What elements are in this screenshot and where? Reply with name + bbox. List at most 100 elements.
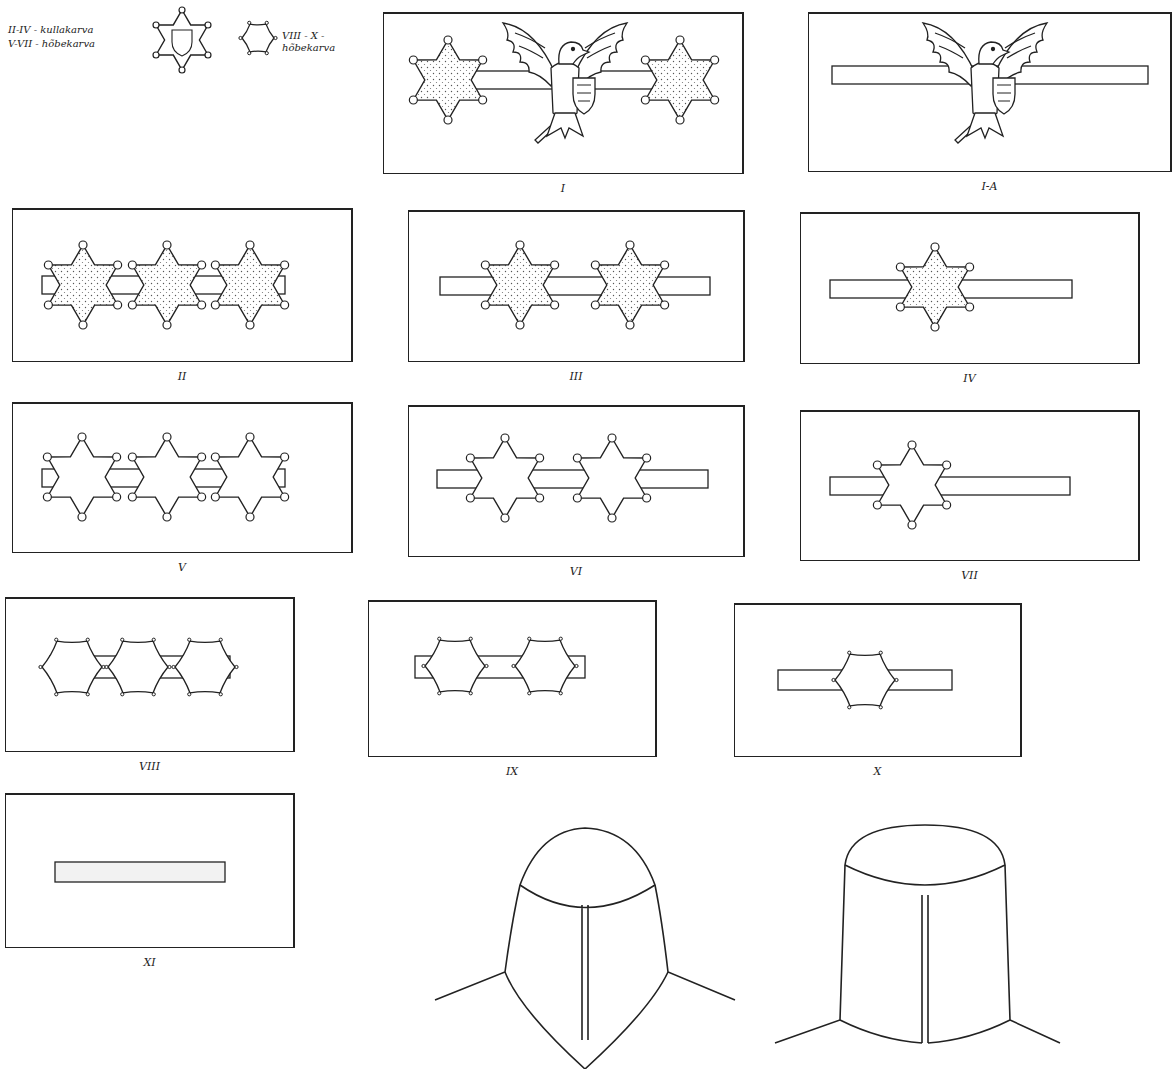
rank-numeral-text: III (567, 370, 584, 383)
star-knob (409, 56, 417, 64)
collar-tab: VIII (5, 597, 295, 752)
star-knob (536, 454, 544, 462)
star-insignia (413, 40, 482, 120)
rosette-knob (219, 638, 222, 641)
legend-samples (153, 7, 277, 73)
star-knob (676, 36, 684, 44)
collar-pointed (520, 885, 655, 1040)
star-knob (551, 301, 559, 309)
collar-tab: V (12, 402, 353, 553)
star-knob (79, 241, 87, 249)
rosette-knob (55, 693, 58, 696)
rosette-insignia (515, 640, 575, 692)
rank-numeral-text: II (176, 370, 189, 383)
rosette-knob (559, 692, 562, 695)
rosette-knob (485, 664, 488, 667)
star-knob (211, 453, 219, 461)
rosette-knob (248, 52, 251, 55)
star-knob (711, 56, 719, 64)
star-knob (444, 116, 452, 124)
star-insignia (900, 247, 969, 327)
rosette-knob (219, 693, 222, 696)
rosette-knob (512, 664, 515, 667)
star-knob (896, 263, 904, 271)
star-knob (536, 494, 544, 502)
star-insignia (470, 438, 539, 518)
collar-tab: IV (800, 212, 1140, 364)
star-knob (676, 116, 684, 124)
rank-numeral: VI (409, 565, 743, 578)
rank-numeral: X (735, 765, 1020, 778)
star-knob (873, 461, 881, 469)
star-insignia (215, 245, 284, 325)
star-insignia (132, 437, 201, 517)
star-insignia (645, 40, 714, 120)
collar-tab: XI (5, 793, 295, 948)
star-knob (128, 301, 136, 309)
star-knob (626, 321, 634, 329)
collar-insignia (440, 241, 710, 329)
collar-tab: X (734, 603, 1022, 757)
star-knob (198, 453, 206, 461)
eagle-emblem (503, 23, 627, 143)
star-knob (608, 514, 616, 522)
collar-tab: IX (368, 600, 657, 757)
star-knob (643, 454, 651, 462)
eagle-emblem (923, 23, 1047, 143)
collar-insignia (830, 441, 1070, 529)
star-insignia (877, 445, 946, 525)
bar-insignia (440, 277, 710, 295)
collar-insignia (437, 434, 708, 522)
rank-numeral-text: VI (568, 565, 584, 578)
star-knob (79, 321, 87, 329)
star-knob (163, 433, 171, 441)
star-knob (128, 493, 136, 501)
star-knob (591, 301, 599, 309)
collar-insignia (39, 638, 238, 696)
star-knob (641, 56, 649, 64)
star-knob (641, 96, 649, 104)
star-knob (281, 493, 289, 501)
star-knob (211, 301, 219, 309)
rosette-knob (274, 36, 277, 39)
star-knob (943, 501, 951, 509)
star-knob (966, 303, 974, 311)
star-knob (153, 22, 159, 28)
star-knob (43, 453, 51, 461)
star-knob (179, 7, 185, 13)
star-knob (626, 241, 634, 249)
rosette-knob (152, 638, 155, 641)
star-knob (466, 494, 474, 502)
rosette-insignia (242, 24, 274, 52)
star-knob (113, 453, 121, 461)
collar-pointed (435, 828, 735, 1000)
star-knob (44, 261, 52, 269)
star-knob (163, 241, 171, 249)
rosette-knob (559, 637, 562, 640)
star-knob (444, 36, 452, 44)
star-knob (128, 261, 136, 269)
rosette-knob (168, 665, 171, 668)
star-knob (114, 301, 122, 309)
rosette-insignia (175, 641, 235, 693)
rosette-knob (879, 651, 882, 654)
rank-numeral-text: XI (141, 956, 157, 969)
collar-tab: VII (800, 410, 1140, 561)
collar-insignia (42, 241, 289, 329)
star-knob (409, 96, 417, 104)
rosette-knob (188, 638, 191, 641)
rosette-knob (528, 692, 531, 695)
rosette-knob (438, 692, 441, 695)
rosette-knob (848, 651, 851, 654)
legend-text: V-VII - hõbekarva (8, 38, 148, 50)
star-knob (78, 433, 86, 441)
collar-insignia (409, 23, 718, 143)
rosette-knob (55, 638, 58, 641)
star-knob (281, 301, 289, 309)
star-knob (711, 96, 719, 104)
star-knob (479, 96, 487, 104)
star-knob (246, 433, 254, 441)
rosette-knob (121, 693, 124, 696)
collar-insignia (55, 862, 225, 882)
star-knob (479, 56, 487, 64)
